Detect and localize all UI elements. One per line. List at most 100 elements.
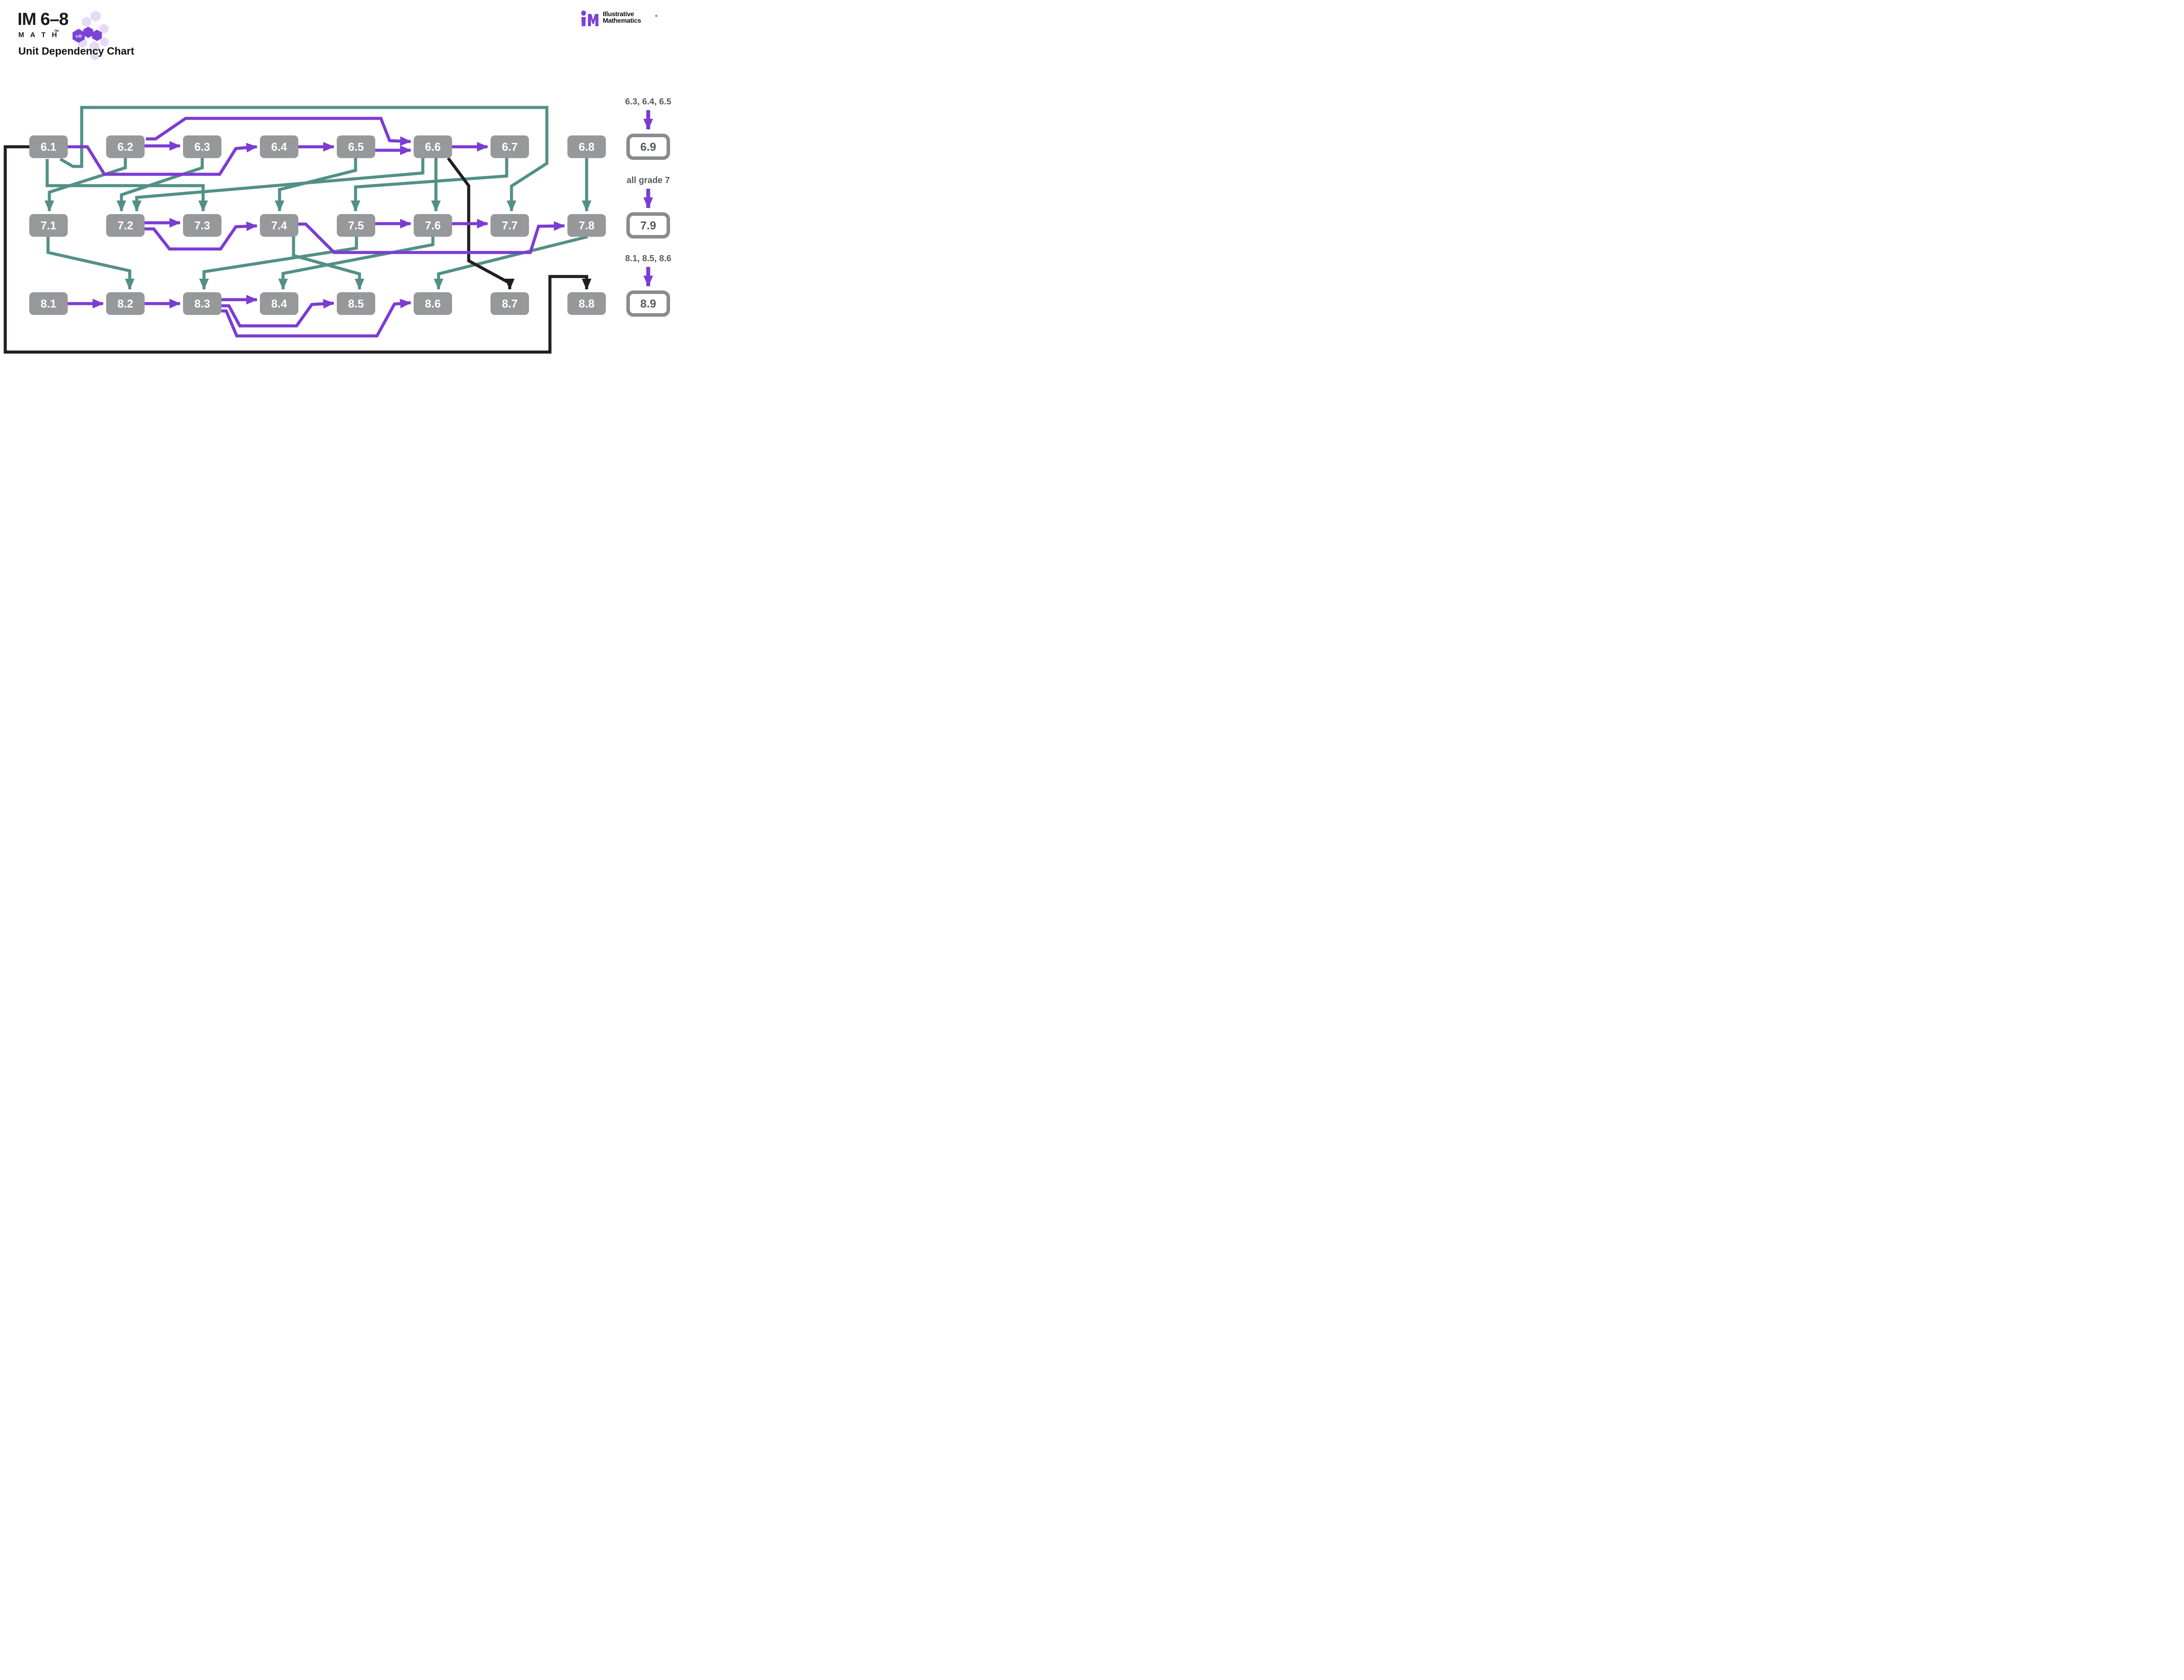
edge-6.1-to-8.8 — [3, 145, 591, 354]
unit-node-8.5: 8.5 — [337, 292, 375, 315]
version-hexagon-icon — [73, 29, 85, 43]
unit-node-label: 8.2 — [117, 297, 133, 310]
unit-node-6.7: 6.7 — [491, 135, 529, 158]
brand-line-2: Mathematics — [603, 17, 641, 24]
edge-6.1-to-7.7 — [59, 106, 549, 212]
registered-symbol: ® — [655, 15, 658, 18]
edge-7.5-to-8.3 — [199, 237, 358, 290]
capstone-source-label: 6.3, 6.4, 6.5 — [625, 97, 671, 107]
unit-node-label: 7.6 — [425, 219, 441, 232]
unit-node-7.6: 7.6 — [414, 214, 452, 237]
hexagon-icon — [82, 17, 91, 27]
edge-7.4-to-8.5 — [292, 237, 364, 290]
unit-node-7.2: 7.2 — [106, 214, 145, 237]
unit-node-label: 6.6 — [425, 140, 441, 153]
unit-node-label: 8.7 — [502, 297, 518, 310]
edge-6.6-to-8.7 — [447, 157, 515, 290]
unit-node-6.6: 6.6 — [414, 135, 452, 158]
unit-node-label: 6.2 — [117, 140, 133, 153]
unit-node-label: 8.6 — [425, 297, 441, 310]
unit-node-label: 8.4 — [271, 297, 287, 310]
unit-node-label: 6.1 — [41, 140, 56, 153]
unit-node-6.4: 6.4 — [260, 135, 298, 158]
capstone-group-6.9: 6.3, 6.4, 6.5 6.9 — [625, 97, 671, 160]
unit-node-7.4: 7.4 — [260, 214, 298, 237]
unit-node-label: 8.3 — [194, 297, 210, 310]
trademark-symbol: TM — [54, 30, 59, 33]
hexagon-icon — [89, 41, 100, 52]
unit-node-6.1: 6.1 — [29, 135, 68, 158]
unit-node-label: 6.8 — [579, 140, 594, 153]
edge-7.8-to-8.6 — [434, 235, 588, 290]
unit-node-8.6: 8.6 — [414, 292, 452, 315]
capstone-source-label: all grade 7 — [627, 176, 670, 185]
unit-node-6.5: 6.5 — [337, 135, 375, 158]
edge-7.1-to-8.2 — [46, 237, 135, 290]
brand-name: Illustrative Mathematics — [603, 11, 641, 24]
unit-node-7.3: 7.3 — [183, 214, 221, 237]
edge-7.4-to-7.8 — [298, 221, 565, 254]
hexagon-icon — [90, 10, 101, 22]
logo-wordmark: IM 6–8 — [17, 10, 69, 29]
edge-6.1-to-6.4 — [68, 143, 258, 176]
unit-node-label: 6.7 — [502, 140, 518, 153]
hexagon-icon — [100, 37, 109, 47]
logo-math-word: M A T H — [18, 31, 59, 39]
unit-node-6.2: 6.2 — [106, 135, 145, 158]
hex-cluster-icon: v.III — [73, 10, 109, 60]
capstone-group-8.9: 8.1, 8.5, 8.6 8.9 — [625, 254, 671, 317]
unit-node-7.1: 7.1 — [29, 214, 68, 237]
capstone-node-label: 7.9 — [640, 219, 656, 232]
capstone-node-label: 6.9 — [640, 140, 656, 153]
unit-node-label: 7.7 — [502, 219, 518, 232]
unit-node-8.3: 8.3 — [183, 292, 221, 315]
unit-node-6.3: 6.3 — [183, 135, 221, 158]
capstone-source-label: 8.1, 8.5, 8.6 — [625, 254, 671, 263]
unit-node-label: 8.5 — [348, 297, 364, 310]
im-monogram-icon — [581, 10, 598, 26]
unit-node-label: 7.8 — [579, 219, 594, 232]
unit-node-label: 7.1 — [41, 219, 56, 232]
brand-line-1: Illustrative — [603, 10, 634, 18]
edge-6.1-to-7.3 — [45, 159, 208, 212]
edge-8.3-to-8.6 — [221, 298, 411, 338]
unit-node-label: 6.3 — [194, 140, 210, 153]
unit-node-7.5: 7.5 — [337, 214, 375, 237]
unit-node-8.4: 8.4 — [260, 292, 298, 315]
page-title: Unit Dependency Chart — [18, 45, 135, 57]
unit-node-label: 7.2 — [117, 219, 133, 232]
unit-node-6.8: 6.8 — [567, 135, 606, 158]
edge-7.6-to-8.4 — [278, 237, 435, 290]
unit-node-7.7: 7.7 — [491, 214, 529, 237]
unit-node-8.1: 8.1 — [29, 292, 68, 315]
edge-6.3-to-7.2 — [117, 158, 204, 212]
capstone-node-label: 8.9 — [640, 297, 656, 310]
unit-node-label: 8.1 — [41, 297, 56, 310]
unit-node-label: 6.4 — [271, 140, 287, 153]
unit-node-label: 6.5 — [348, 140, 364, 153]
hexagon-icon — [83, 27, 93, 38]
edge-6.2-to-6.6 — [146, 117, 411, 146]
capstone-group-7.9: all grade 7 7.9 — [626, 176, 670, 239]
hexagon-icon — [99, 24, 109, 34]
hexagon-icon — [92, 30, 102, 41]
unit-node-label: 8.8 — [579, 297, 594, 310]
illustrative-mathematics-logo: Illustrative Mathematics ® — [580, 10, 667, 28]
edge-6.2-to-7.1 — [45, 158, 127, 212]
edge-7.2-to-7.4 — [145, 221, 258, 251]
im-6-8-logo: IM 6–8 M A T H TM v.III — [17, 7, 131, 60]
unit-node-8.8: 8.8 — [567, 292, 606, 315]
hexagon-icon — [91, 52, 99, 60]
unit-node-label: 7.4 — [271, 219, 287, 232]
dependency-chart-canvas: 6.1 6.2 6.3 6.4 6.5 6.6 6.7 6.8 7.1 7.2 7.3 7.4 7.5 7… — [3, 97, 671, 354]
edge-6.7-to-7.5 — [351, 158, 508, 212]
unit-node-7.8: 7.8 — [567, 214, 606, 237]
unit-node-label: 7.5 — [348, 219, 364, 232]
unit-node-8.7: 8.7 — [491, 292, 529, 315]
edge-6.6-to-7.2 — [132, 158, 425, 212]
logo-version-label: v.III — [76, 34, 82, 38]
unit-node-8.2: 8.2 — [106, 292, 145, 315]
edge-6.5-to-7.4 — [275, 158, 357, 212]
edge-8.3-to-8.5 — [221, 299, 335, 328]
unit-node-label: 7.3 — [194, 219, 210, 232]
